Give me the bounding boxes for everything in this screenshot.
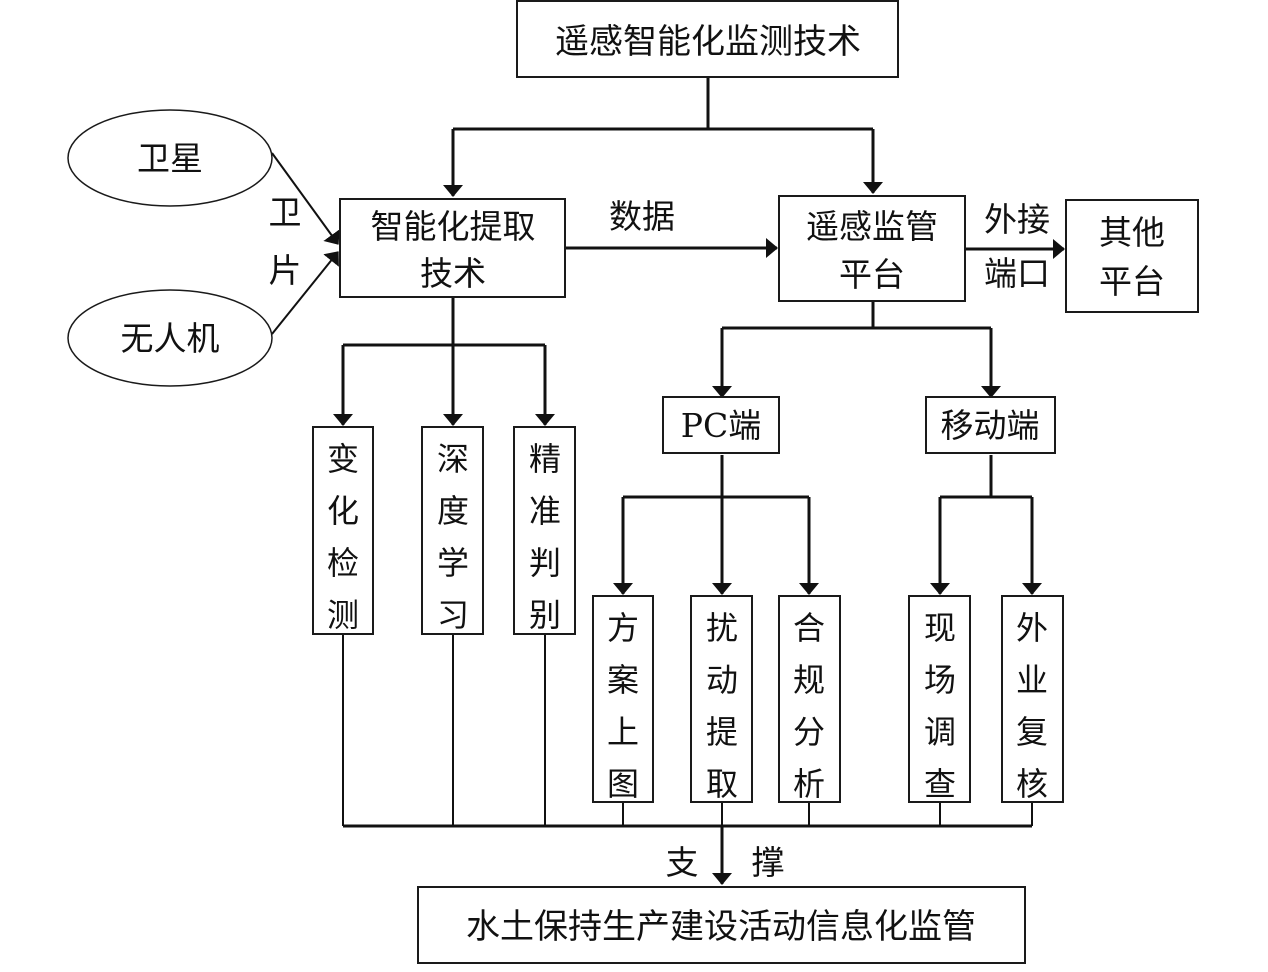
node-compliance-analysis-char: 规 [793,661,825,699]
node-compliance-analysis-frame [778,595,841,803]
node-disturbance-extraction-char: 扰 [706,609,738,647]
node-field-survey-char: 现 [924,609,956,647]
node-disturbance-extraction-char: 动 [706,661,738,699]
label-support-1: 支 [666,843,699,882]
label-imagery-2: 片 [269,251,302,290]
node-compliance-analysis-char: 合 [793,609,825,647]
node-plan-mapping-char: 方 [607,609,639,647]
edge-platform-split [722,302,991,330]
node-change-detection-char: 化 [327,492,359,530]
label-imagery-1: 卫 [269,193,302,232]
node-deep-learning-char: 度 [437,492,469,530]
node-field-survey-char: 调 [924,713,956,751]
edge-collector-drops [342,634,1033,826]
node-compliance-analysis-char: 分 [793,713,825,751]
node-extraction: 智能化提取 技术 [339,198,566,298]
edge-top-split [453,77,873,131]
node-mobile: 移动端 [925,396,1056,454]
node-precise-discrimination-char: 别 [529,596,561,634]
node-precise-discrimination-char: 精 [529,440,561,478]
node-field-review-char: 核 [1016,765,1048,803]
node-deep-learning-char: 深 [437,440,469,478]
node-field-survey-char: 查 [924,765,956,803]
node-field-review-char: 业 [1016,661,1048,699]
node-field-review-frame [1001,595,1064,803]
label-external-port-2: 端口 [984,254,1050,293]
node-field-survey-frame [908,595,971,803]
node-drone-label: 无人机 [121,319,220,358]
edge-labels: 卫 片 数据 外接 端口 支 撑 [269,193,1051,882]
node-platform-line-1: 遥感监管 [806,207,938,246]
edge-extraction-split [343,298,545,347]
node-precise-discrimination-char: 准 [529,492,561,530]
node-other-platform: 其他 平台 [1065,199,1199,313]
node-disturbance-extraction-char: 取 [706,765,738,803]
node-other-platform-line-2: 平台 [1099,262,1165,301]
node-deep-learning-char: 习 [437,596,469,634]
node-deep-learning-frame [421,426,484,635]
node-satellite: 卫星 [67,109,273,207]
node-bottom: 水土保持生产建设活动信息化监管 [417,886,1026,964]
edge-mobile-split [940,455,1032,499]
node-precise-discrimination-frame [513,426,576,635]
node-plan-mapping-char: 上 [607,713,639,751]
node-mobile-label: 移动端 [941,406,1040,445]
node-change-detection-char: 测 [327,596,359,634]
node-plan-mapping-char: 图 [607,765,639,803]
node-platform: 遥感监管 平台 [778,195,966,302]
node-pc-label: PC端 [681,406,761,445]
node-pc: PC端 [662,396,780,454]
node-plan-mapping-char: 案 [607,661,639,699]
node-satellite-label: 卫星 [137,139,203,178]
node-field-review-char: 外 [1016,609,1048,647]
node-disturbance-extraction-frame [690,595,753,803]
node-plan-mapping-frame [592,595,654,803]
node-drone: 无人机 [67,289,273,387]
connectors [271,77,1065,885]
node-extraction-line-1: 智能化提取 [371,207,536,246]
node-extraction-line-2: 技术 [420,254,486,293]
node-change-detection-char: 变 [327,440,359,478]
node-top: 遥感智能化监测技术 [516,0,899,78]
node-platform-line-2: 平台 [839,255,905,294]
label-support-2: 撑 [752,843,785,882]
edge-drone-to-extraction [271,251,339,335]
node-compliance-analysis-char: 析 [793,765,825,803]
node-field-survey-char: 场 [924,661,956,699]
node-change-detection-frame [312,426,374,635]
edge-pc-split [623,455,809,499]
vertical-boxes: 变化检测深度学习精准判别方案上图扰动提取合规分析现场调查外业复核 [312,426,1064,803]
label-external-port-1: 外接 [984,200,1050,239]
node-change-detection-char: 检 [327,544,359,582]
node-precise-discrimination-char: 判 [529,544,561,582]
node-deep-learning-char: 学 [437,544,469,582]
edge-satellite-to-extraction [271,152,340,245]
label-data: 数据 [609,197,675,236]
node-top-label: 遥感智能化监测技术 [555,22,861,62]
node-disturbance-extraction-char: 提 [706,713,738,751]
node-other-platform-line-1: 其他 [1099,213,1165,252]
node-field-review-char: 复 [1016,713,1048,751]
node-bottom-label: 水土保持生产建设活动信息化监管 [466,907,976,947]
